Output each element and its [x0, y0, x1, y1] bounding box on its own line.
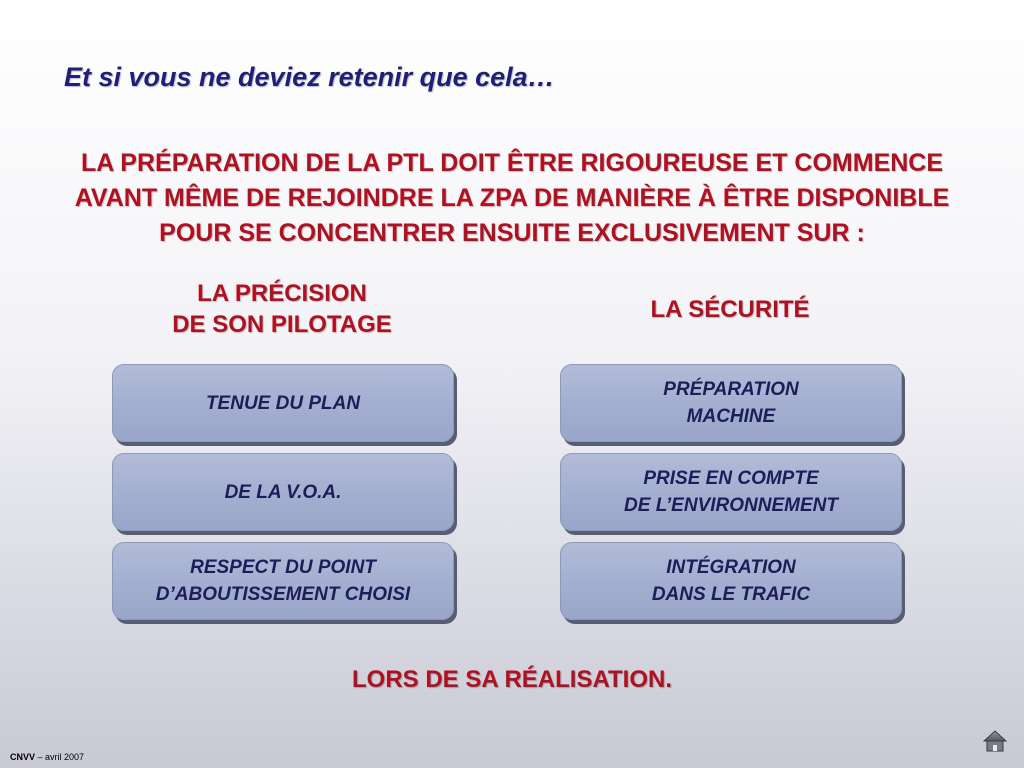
box-integration-trafic: INTÉGRATION DANS LE TRAFIC: [560, 542, 902, 620]
intro-line-1: LA PRÉPARATION DE LA PTL DOIT ÊTRE RIGOU…: [80, 149, 944, 177]
credit-org: CNVV: [10, 752, 36, 762]
slide-title: Et si vous ne deviez retenir que cela…: [64, 62, 555, 92]
box-preparation-machine: PRÉPARATION MACHINE: [560, 364, 902, 442]
home-button[interactable]: [982, 728, 1008, 754]
box-tenue-du-plan: TENUE DU PLAN: [112, 364, 454, 442]
box-voa: DE LA V.O.A.: [112, 453, 454, 531]
credit-date: – avril 2007: [35, 752, 85, 762]
credit-line: CNVV – avril 2007: [10, 752, 84, 762]
intro-line-3: POUR SE CONCENTRER ENSUITE EXCLUSIVEMENT…: [159, 219, 865, 247]
box-environnement: PRISE EN COMPTE DE L’ENVIRONNEMENT: [560, 453, 902, 531]
closing-statement: LORS DE SA RÉALISATION.: [351, 666, 672, 693]
intro-line-2: AVANT MÊME DE REJOINDRE LA ZPA DE MANIÈR…: [74, 184, 950, 212]
right-column-heading: LA SÉCURITÉ: [650, 296, 810, 323]
home-icon: [982, 730, 1008, 752]
intro-text: LA PRÉPARATION DE LA PTL DOIT ÊTRE RIGOU…: [0, 146, 1024, 251]
left-column-heading: LA PRÉCISION DE SON PILOTAGE: [172, 280, 392, 338]
box-respect-point: RESPECT DU POINT D’ABOUTISSEMENT CHOISI: [112, 542, 454, 620]
